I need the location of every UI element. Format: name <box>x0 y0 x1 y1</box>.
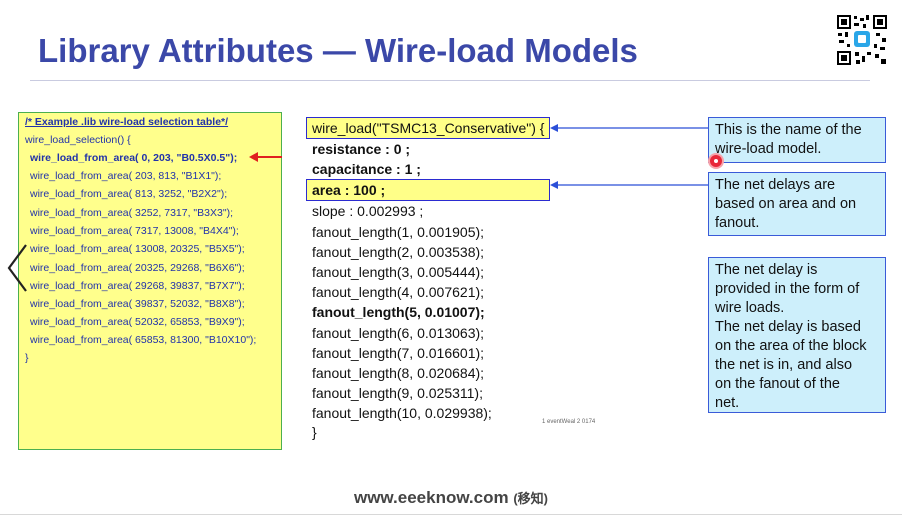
code-fanout-line: fanout_length(6, 0.013063); <box>312 325 485 341</box>
arrow-head <box>550 124 558 132</box>
code-fanout-line: fanout_length(5, 0.01007); <box>312 304 485 320</box>
code-fanout-line: fanout_length(2, 0.003538); <box>312 244 485 260</box>
bottom-rule <box>0 514 902 515</box>
selection-line: wire_load_from_area( 3252, 7317, "B3X3")… <box>30 207 233 219</box>
area-highlight <box>306 179 550 201</box>
wire-load-selection-panel: /* Example .lib wire-load selection tabl… <box>18 112 282 450</box>
code-fanout-line: fanout_length(1, 0.001905); <box>312 224 485 240</box>
note-line: The net delay is based <box>715 319 861 335</box>
chevron-left-icon[interactable] <box>6 243 30 293</box>
note-line: fanout. <box>715 215 760 231</box>
cursor-pointer-icon <box>710 155 722 167</box>
arrow-head <box>249 152 258 162</box>
code-fanout-line: fanout_length(7, 0.016601); <box>312 345 485 361</box>
note-line: on the fanout of the <box>715 376 840 392</box>
code-fanout-line: fanout_length(4, 0.007621); <box>312 284 485 300</box>
code-fanout-line: fanout_length(3, 0.005444); <box>312 264 485 280</box>
wire-load-highlight <box>306 117 550 139</box>
selection-line: } <box>25 352 29 364</box>
note-line: the net is in, and also <box>715 357 853 373</box>
note-line: provided in the form of <box>715 281 860 297</box>
selection-line: wire_load_from_area( 203, 813, "B1X1"); <box>30 170 222 182</box>
selection-line: wire_load_from_area( 7317, 13008, "B4X4"… <box>30 225 239 237</box>
code-fanout-line: fanout_length(10, 0.029938); <box>312 405 492 421</box>
note-line: net. <box>715 395 740 411</box>
note-net-delay-form: The net delay is provided in the form of… <box>708 257 886 413</box>
panel-heading: /* Example .lib wire-load selection tabl… <box>25 116 229 128</box>
selection-line: wire_load_from_area( 813, 3252, "B2X2"); <box>30 188 228 200</box>
code-area-line: area : 100 ; <box>312 182 386 198</box>
note-net-delays: The net delays are based on area and on … <box>708 172 886 236</box>
selection-line: wire_load_from_area( 0, 203, "B0.5X0.5")… <box>30 152 238 164</box>
code-fanout-line: fanout_length(8, 0.020684); <box>312 365 485 381</box>
code-fanout-line: fanout_length(9, 0.025311); <box>312 385 483 401</box>
code-capacitance-line: capacitance : 1 ; <box>312 161 421 177</box>
code-close-brace: } <box>312 424 317 440</box>
slide-title: Library Attributes — Wire-load Models <box>38 32 638 69</box>
title-underline <box>30 80 870 81</box>
note-model-name: This is the name of the wire-load model. <box>708 117 886 163</box>
selection-line: wire_load_from_area( 39837, 52032, "B8X8… <box>30 298 245 310</box>
code-slope-line: slope : 0.002993 ; <box>312 203 424 219</box>
selection-line: wire_load_from_area( 29268, 39837, "B7X7… <box>30 280 245 292</box>
code-wire-load-line: wire_load("TSMC13_Conservative") { <box>312 120 545 136</box>
selection-line: wire_load_selection() { <box>25 134 131 146</box>
footer-cn: (移知) <box>513 491 549 506</box>
qr-code-icon <box>836 14 888 66</box>
note-line: wire loads. <box>715 300 785 316</box>
note-line: on the area of the block <box>715 338 867 354</box>
selection-line: wire_load_from_area( 65853, 81300, "B10X… <box>30 334 257 346</box>
footer-site[interactable]: www.eeeknow.com <box>353 488 509 507</box>
note-line: The net delays are <box>715 177 836 193</box>
footer: www.eeeknow.com (移知) <box>0 488 902 508</box>
small-mark: 1 eventWeal 2 0174 <box>542 419 596 425</box>
arrow-head <box>550 181 558 189</box>
note-line: This is the name of the <box>715 122 862 138</box>
note-line: wire-load model. <box>715 141 822 157</box>
note-line: based on area and on <box>715 196 857 212</box>
selection-line: wire_load_from_area( 13008, 20325, "B5X5… <box>30 243 245 255</box>
note-line: The net delay is <box>715 262 818 278</box>
code-resistance-line: resistance : 0 ; <box>312 141 411 157</box>
selection-line: wire_load_from_area( 20325, 29268, "B6X6… <box>30 262 245 274</box>
selection-line: wire_load_from_area( 52032, 65853, "B9X9… <box>30 316 245 328</box>
